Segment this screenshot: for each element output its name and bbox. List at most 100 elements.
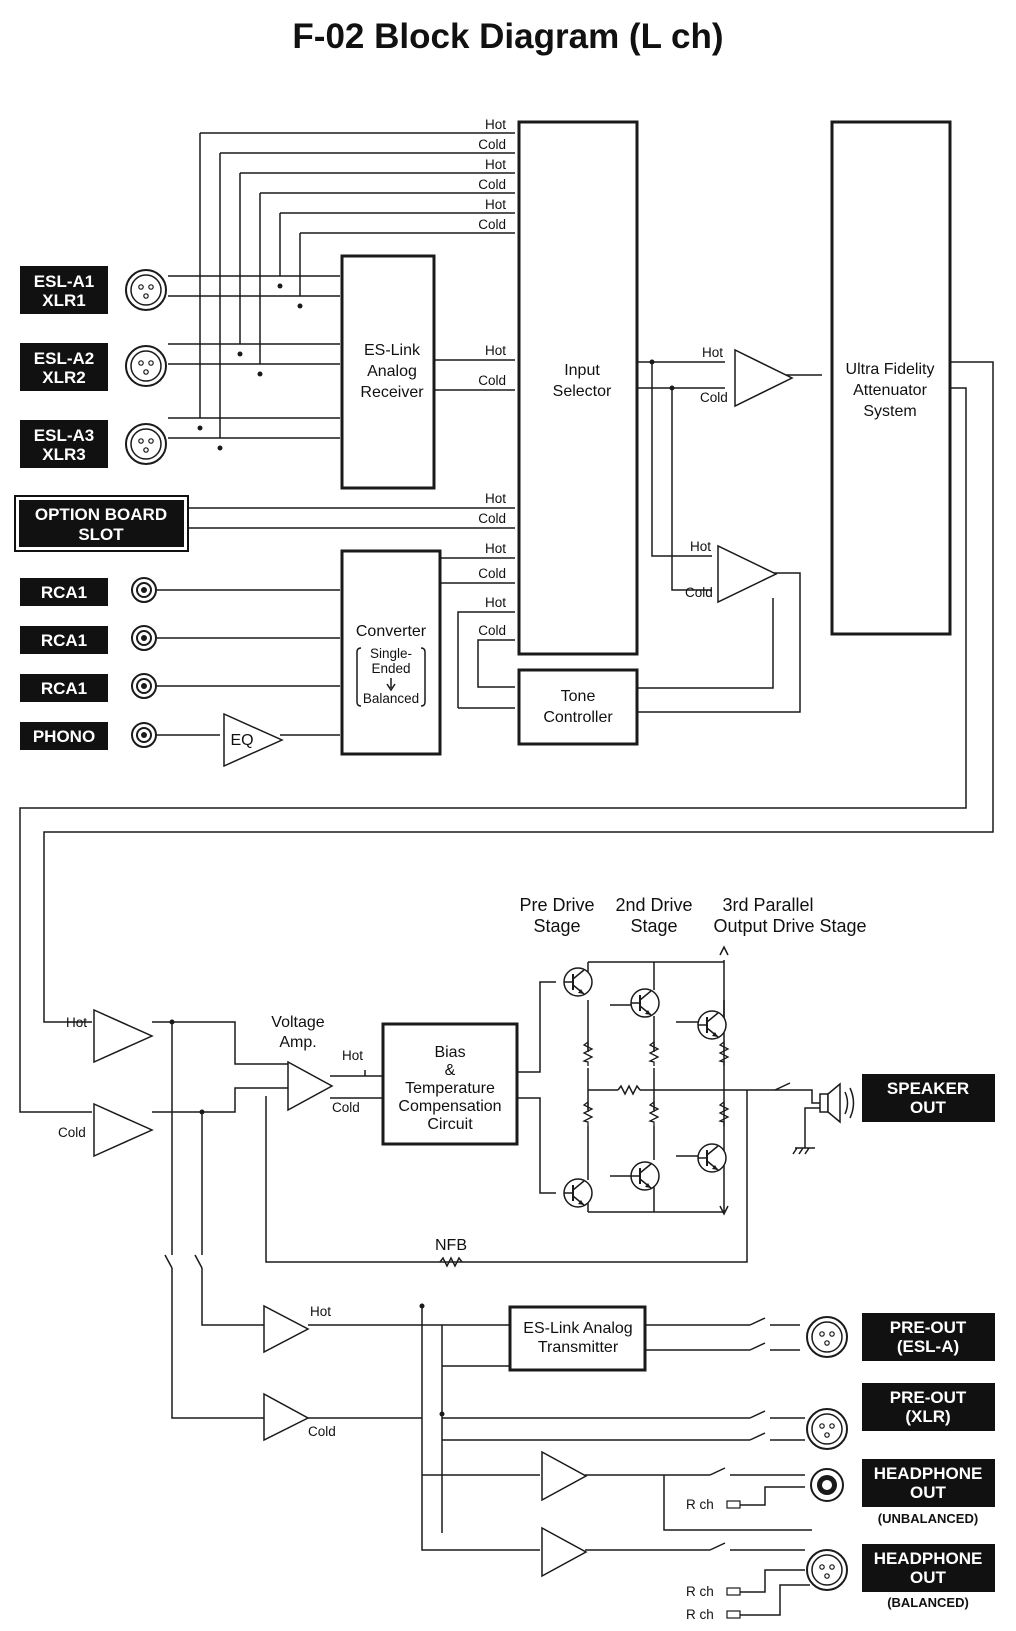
svg-text:XLR1: XLR1 [42,291,85,310]
svg-text:Converter: Converter [356,623,427,640]
rca-jack-icon [131,577,157,603]
svg-text:Bias: Bias [434,1044,465,1061]
buffer-amp-symbol [734,348,794,408]
nfb-label: NFB [435,1237,467,1254]
svg-text:Cold: Cold [478,566,506,581]
output-tag-headphone-unbalanced: HEADPHONE OUT (UNBALANCED) [862,1459,995,1526]
svg-text:Cold: Cold [478,623,506,638]
svg-text:Tone: Tone [561,688,596,705]
svg-text:Hot: Hot [702,345,723,360]
svg-text:Pre Drive: Pre Drive [519,895,594,915]
converter-block: Converter Single- Ended Balanced [340,549,442,756]
svg-text:HEADPHONE: HEADPHONE [874,1464,983,1483]
svg-text:Amp.: Amp. [279,1034,316,1051]
output-tag-headphone-balanced: HEADPHONE OUT (BALANCED) [862,1544,995,1610]
es-link-receiver-block: ES-Link Analog Receiver [340,254,436,490]
svg-text:(UNBALANCED): (UNBALANCED) [878,1511,978,1526]
es-link-transmitter-block: ES-Link Analog Transmitter [508,1305,647,1372]
svg-text:Cold: Cold [700,390,728,405]
svg-text:RCA1: RCA1 [41,583,87,602]
svg-text:Controller: Controller [543,709,613,726]
svg-text:PHONO: PHONO [33,727,95,746]
svg-text:Cold: Cold [478,511,506,526]
rch-labels: R ch R ch R ch [686,1497,741,1622]
input-amp-cold [93,1102,154,1158]
svg-text:&: & [445,1062,456,1079]
speaker-icon [792,1082,855,1155]
switch-marks [164,1082,791,1551]
svg-text:Circuit: Circuit [427,1116,473,1133]
svg-text:Analog: Analog [367,363,417,380]
svg-text:Hot: Hot [485,197,506,212]
svg-text:ES-Link: ES-Link [364,342,421,359]
svg-text:Selector: Selector [553,383,612,400]
buffer-amp-symbol [717,544,778,604]
svg-text:(ESL-A): (ESL-A) [897,1337,959,1356]
input-tag-esl-a3: ESL-A3 XLR3 [20,420,108,468]
rca-jack-icon [131,722,157,748]
transistor-icon [630,988,660,1018]
pre-out-amp-hot [263,1304,310,1354]
svg-text:OUT: OUT [910,1483,947,1502]
svg-text:Hot: Hot [485,595,506,610]
svg-text:SPEAKER: SPEAKER [887,1079,969,1098]
svg-text:Cold: Cold [478,373,506,388]
svg-text:EQ: EQ [230,732,253,749]
svg-text:R ch: R ch [686,1607,714,1622]
diagram-title: F-02 Block Diagram (L ch) [292,17,723,56]
amp-wiring [152,981,812,1616]
svg-text:RCA1: RCA1 [41,631,87,650]
voltage-amp [287,1060,334,1112]
pre-out-amp-cold [263,1392,310,1442]
hot-label: Hot [310,1304,331,1319]
output-tag-pre-out-xlr: PRE-OUT (XLR) [862,1383,995,1431]
svg-text:Ended: Ended [371,661,410,676]
resistor-icon [617,1084,641,1096]
svg-text:RCA1: RCA1 [41,679,87,698]
svg-text:2nd Drive: 2nd Drive [615,895,692,915]
svg-text:OUT: OUT [910,1098,947,1117]
phone-jack-icon [810,1468,844,1502]
xlr-connector-icon [806,1408,848,1450]
nfb-resistor-icon [439,1256,463,1268]
transistor-icon [563,1178,593,1208]
resistor-icon [583,1041,593,1067]
svg-text:PRE-OUT: PRE-OUT [890,1318,967,1337]
svg-text:(XLR): (XLR) [905,1407,950,1426]
bias-block: Bias & Temperature Compensation Circuit [381,1022,519,1146]
svg-text:3rd Parallel: 3rd Parallel [722,895,813,915]
rca-jack-icon [131,625,157,651]
xlr-connector-icon [125,423,167,465]
cold-label: Cold [308,1424,336,1439]
input-tag-esl-a2: ESL-A2 XLR2 [20,343,108,391]
xlr-connector-icon [125,269,167,311]
transistor-icon [697,1010,727,1040]
hot-cold-labels: Hot Cold Hot Cold Hot Cold Hot Cold Hot … [478,117,728,638]
headphone-amp-unbalanced [541,1450,588,1502]
svg-text:Stage: Stage [533,916,580,936]
input-tag-esl-a1: ESL-A1 XLR1 [20,266,108,314]
svg-text:Input: Input [564,362,600,379]
transistor-icon [563,967,593,997]
svg-text:ESL-A2: ESL-A2 [34,349,94,368]
svg-text:PRE-OUT: PRE-OUT [890,1388,967,1407]
svg-text:Hot: Hot [690,539,711,554]
svg-text:Cold: Cold [478,137,506,152]
tone-controller-block: Tone Controller [517,668,639,746]
svg-text:System: System [863,403,916,420]
svg-text:Compensation: Compensation [398,1098,501,1115]
xlr-connector-icon [125,345,167,387]
output-stage [587,945,797,1216]
svg-text:Ultra Fidelity: Ultra Fidelity [846,361,935,378]
svg-text:SLOT: SLOT [78,525,124,544]
input-tag-rca: RCA1 RCA1 RCA1 [20,578,108,702]
cold-label: Cold [332,1100,360,1115]
transistor-icon [697,1143,727,1173]
svg-text:Receiver: Receiver [360,384,424,401]
voltage-amp-label: Voltage Amp. [271,1014,324,1051]
input-tag-option-board: OPTION BOARD SLOT [14,495,189,552]
svg-text:Hot: Hot [485,157,506,172]
svg-text:Cold: Cold [685,585,713,600]
output-tag-speaker: SPEAKER OUT [862,1074,995,1122]
